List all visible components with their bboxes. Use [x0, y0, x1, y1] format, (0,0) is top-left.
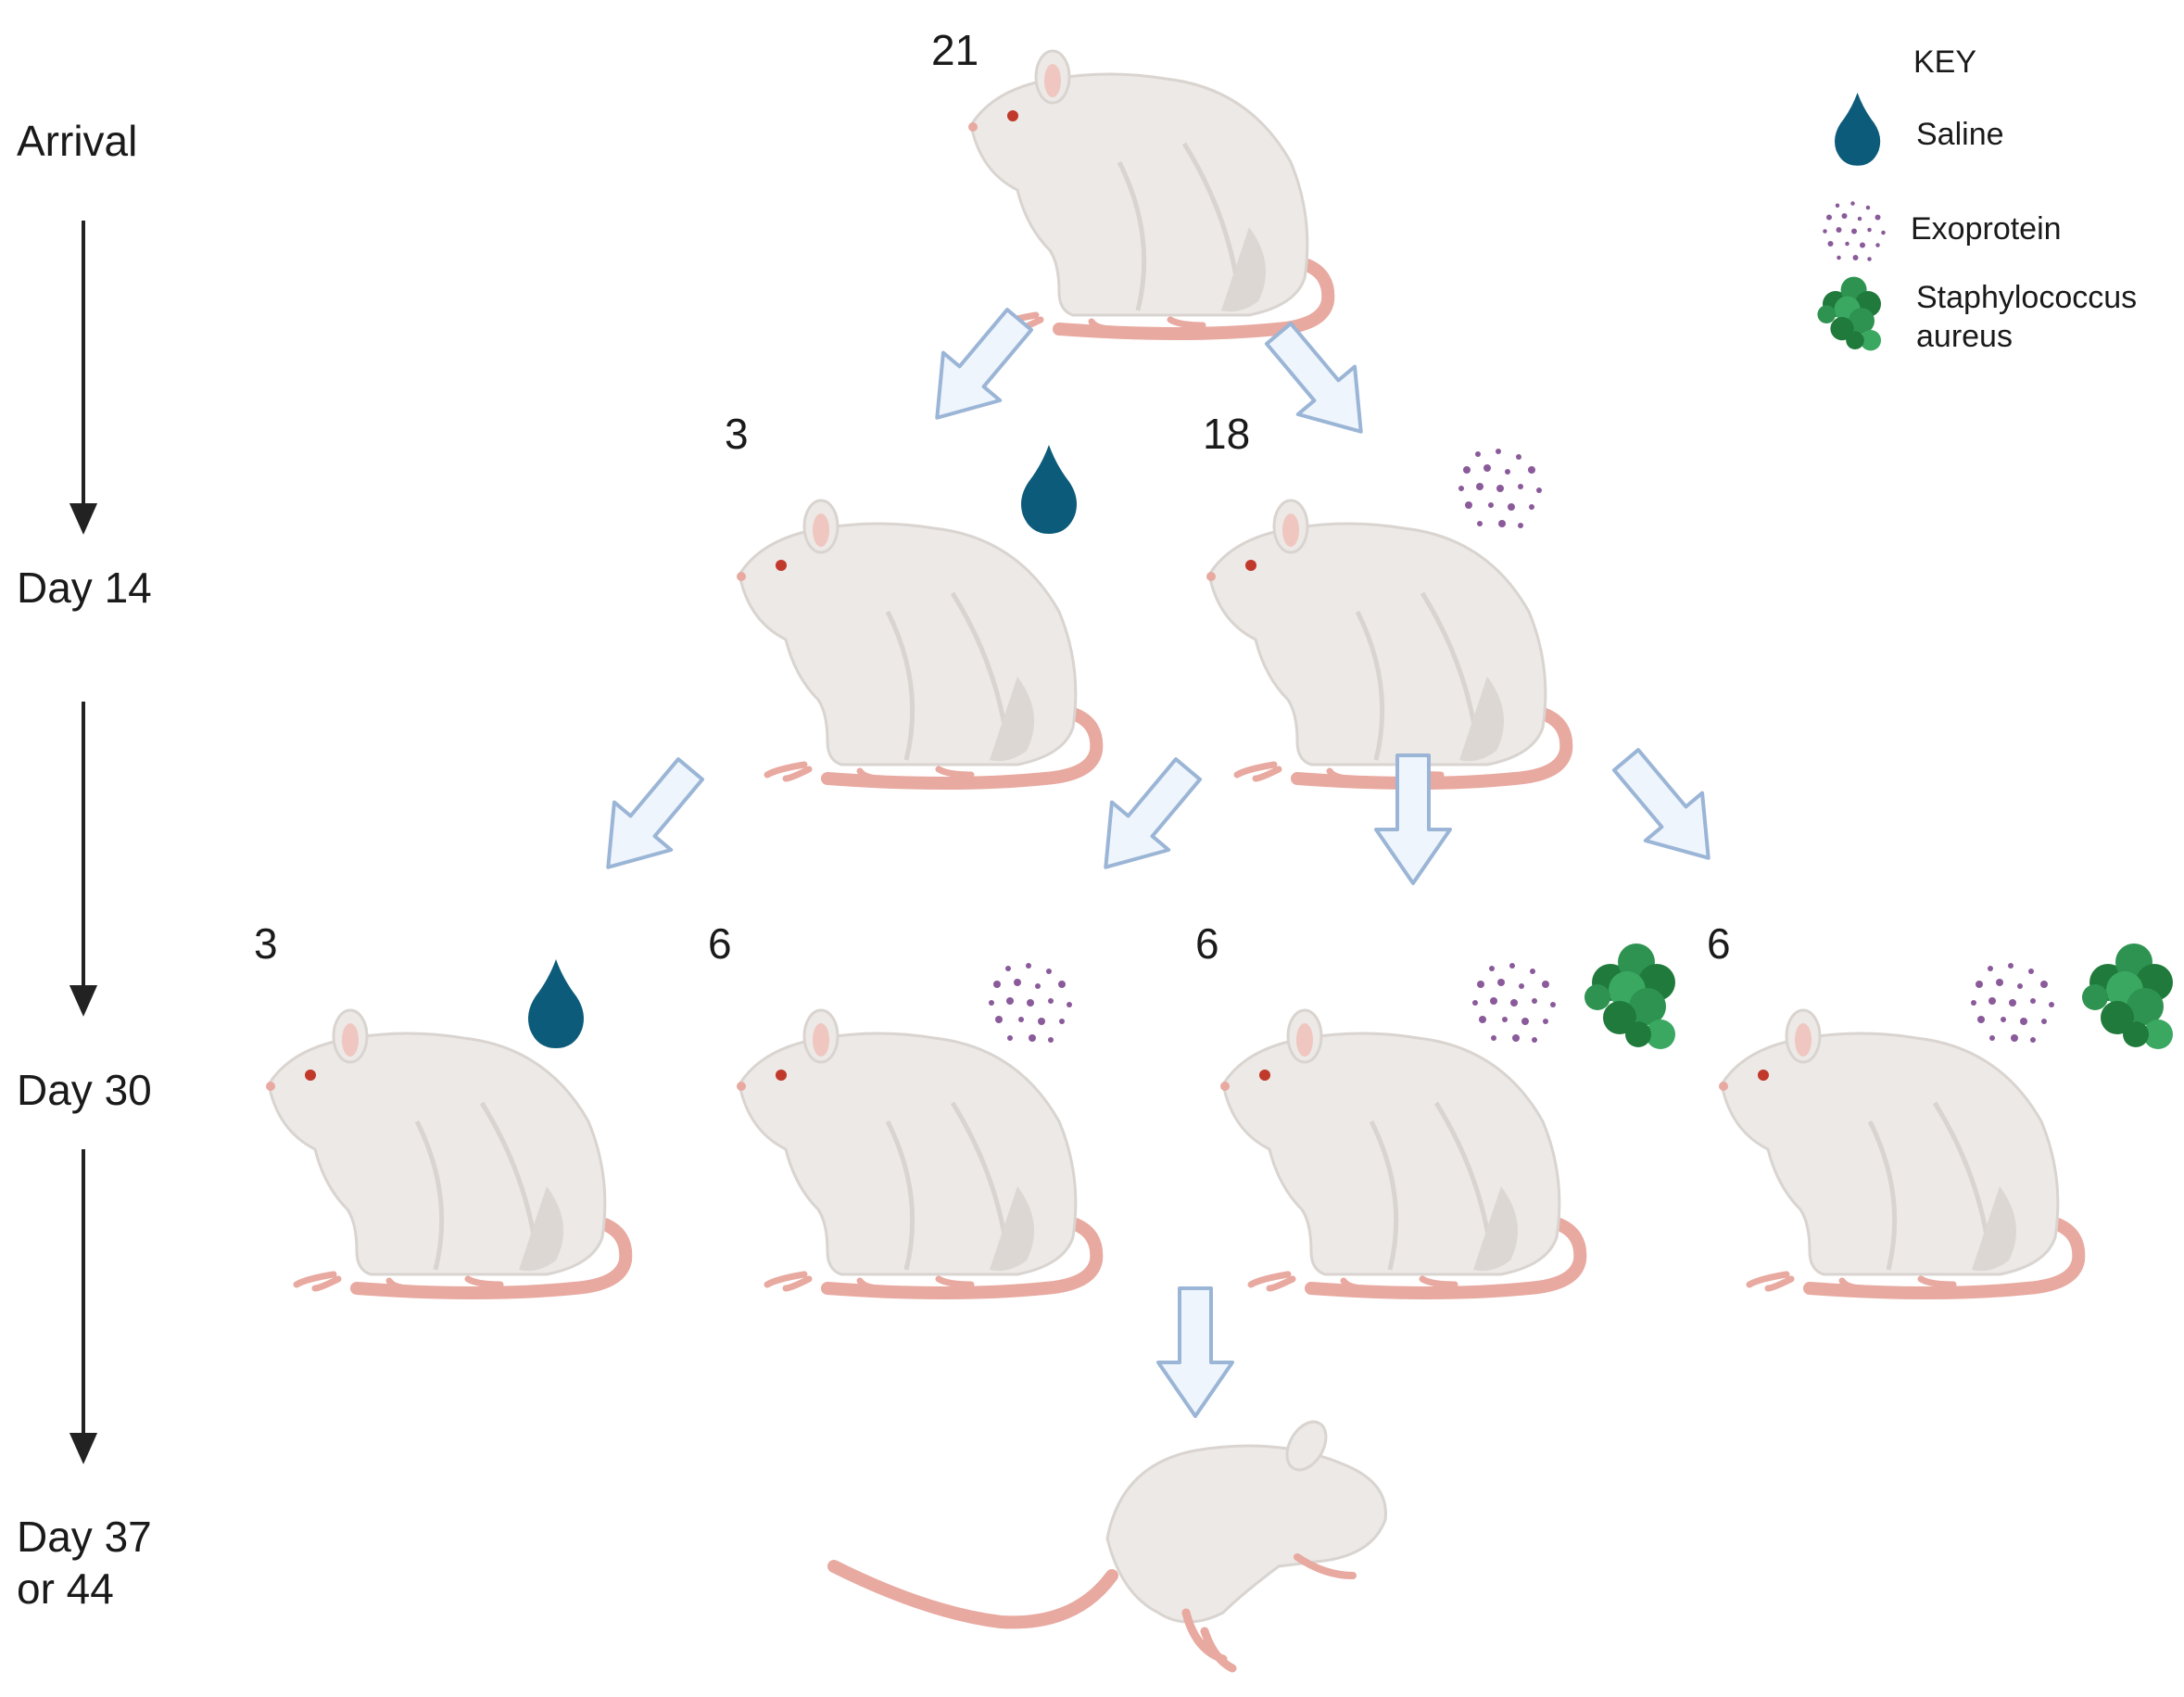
rat-icon-top [968, 51, 1328, 334]
key-staph-cluster-icon [1817, 276, 1881, 351]
key-staph-label-line2: aureus [1916, 319, 2013, 354]
rat-icon-exo-d14 [1206, 500, 1566, 783]
exoprotein-dots-icon-d30-2 [989, 963, 1072, 1043]
stage-arrival: Arrival [17, 117, 138, 165]
staph-cluster-icon-d30-3 [1584, 943, 1675, 1049]
rat-icon-d30-4 [1719, 1010, 2078, 1293]
count-d30-exo-sa-2: 6 [1707, 919, 1731, 968]
exoprotein-dots-icon-d30-4 [1971, 963, 2054, 1043]
rat-icon-saline-d14 [737, 500, 1096, 783]
rat-icon-d30-2 [737, 1010, 1096, 1293]
count-exoprotein-group: 18 [1203, 410, 1251, 458]
flow-arrow-icon-6 [1596, 734, 1739, 884]
stage-day14: Day 14 [17, 564, 152, 612]
key-staph-label: Staphylococcus aureus [1916, 278, 2137, 356]
timeline-arrow [69, 221, 98, 1464]
key-exoprotein-label: Exoprotein [1911, 211, 2062, 247]
key-saline-drop-icon [1835, 93, 1881, 166]
exoprotein-dots-icon-d14 [1458, 449, 1542, 528]
staph-cluster-icon-d30-4 [2082, 943, 2173, 1049]
rat-icon-d30-1 [266, 1010, 625, 1293]
stage-day37-line2: or 44 [17, 1564, 114, 1613]
count-saline-group: 3 [725, 410, 749, 458]
key-exoprotein-dots-icon [1823, 201, 1886, 261]
flow-arrow-icon-3 [577, 743, 721, 893]
saline-drop-icon-d30 [528, 959, 584, 1048]
key-saline-label: Saline [1916, 117, 2004, 152]
stage-day30: Day 30 [17, 1066, 152, 1114]
key-title: KEY [1913, 44, 1977, 80]
count-d30-saline: 3 [254, 919, 278, 968]
rat-icon-final [827, 1420, 1387, 1673]
stage-day37: Day 37 or 44 [17, 1511, 152, 1615]
stage-day37-line1: Day 37 [17, 1513, 152, 1561]
rat-icon-d30-3 [1220, 1010, 1580, 1293]
flow-arrow-icon-4 [1075, 743, 1218, 893]
count-d30-exo-sa-1: 6 [1195, 919, 1219, 968]
saline-drop-icon-d14 [1021, 445, 1077, 534]
count-d30-exoprotein: 6 [708, 919, 732, 968]
flow-arrow-icon-7 [1156, 1286, 1234, 1418]
exoprotein-dots-icon-d30-3 [1472, 963, 1556, 1043]
count-top: 21 [931, 26, 979, 74]
key-staph-label-line1: Staphylococcus [1916, 280, 2138, 315]
